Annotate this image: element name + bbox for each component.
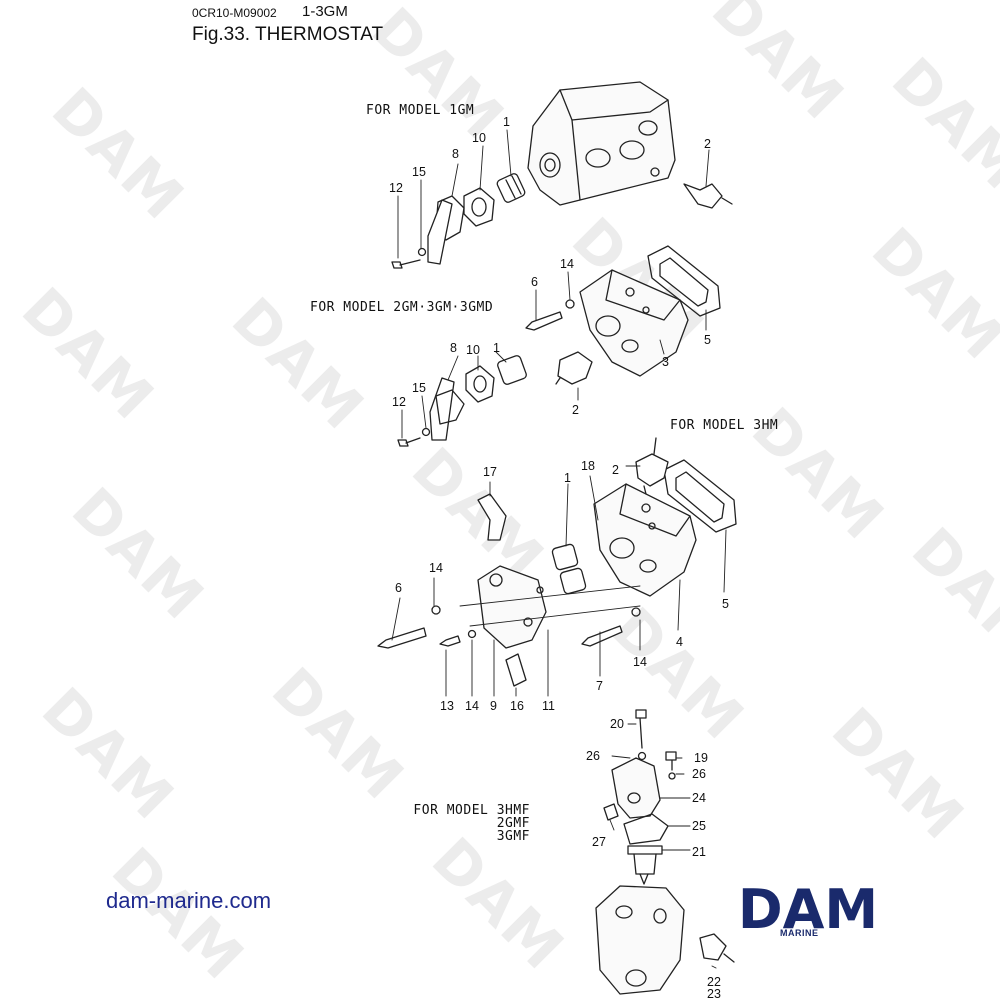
callout-24: 24 <box>692 791 706 805</box>
logo-subtext: MARINE <box>780 928 819 938</box>
part-thermostat-housing-3hm <box>593 483 697 597</box>
leader-lines-s1 <box>397 129 710 259</box>
part-gasket-2gm-small <box>465 365 495 403</box>
callout-23: 23 <box>707 987 721 1000</box>
callout-8: 8 <box>452 147 459 161</box>
callout-14: 14 <box>633 655 647 669</box>
callout-15: 15 <box>412 381 426 395</box>
leader-lines-s4 <box>609 723 717 969</box>
callouts-s1: 12 15 8 10 1 2 <box>389 115 711 195</box>
callout-19: 19 <box>694 751 708 765</box>
part-thermostat-2gm <box>497 355 527 385</box>
callouts-s2: 6 14 5 3 1 10 8 15 12 2 <box>392 257 711 417</box>
part-thermostat-1gm <box>496 173 526 203</box>
callout-26: 26 <box>586 749 600 763</box>
part-hose-fitting <box>505 653 527 687</box>
callout-3: 3 <box>662 355 669 369</box>
callout-6: 6 <box>395 581 402 595</box>
catalog-code: 0CR10-M09002 <box>192 6 277 20</box>
part-bolt-2gm <box>525 299 575 331</box>
figure-title: Fig.33. THERMOSTAT <box>192 24 384 45</box>
part-cover-2gm <box>429 377 465 441</box>
callout-5: 5 <box>704 333 711 347</box>
section-label-1gm: FOR MODEL 1GM <box>366 103 475 118</box>
callout-25: 25 <box>692 819 706 833</box>
callout-1: 1 <box>564 471 571 485</box>
callout-16: 16 <box>510 699 524 713</box>
section-label-3hmf: FOR MODEL 3HMF 2GMF 3GMF <box>386 804 530 843</box>
callout-15: 15 <box>412 165 426 179</box>
callout-8: 8 <box>450 341 457 355</box>
callout-14: 14 <box>560 257 574 271</box>
part-temperature-sender-2gm <box>555 351 593 385</box>
dam-marine-logo: DAM <box>738 878 878 941</box>
leader-lines-s3 <box>391 465 727 697</box>
part-plug <box>603 803 619 821</box>
part-thermostat-cover-3hm <box>477 565 547 649</box>
callout-2: 2 <box>612 463 619 477</box>
section-label-line: 3GMF <box>496 829 530 844</box>
callout-20: 20 <box>610 717 624 731</box>
part-cylinder-head-1gm <box>527 81 676 206</box>
callout-2: 2 <box>572 403 579 417</box>
callout-12: 12 <box>389 181 403 195</box>
part-elbow-hose <box>477 493 507 541</box>
part-temperature-sender-3hm <box>635 437 669 495</box>
callout-5: 5 <box>722 597 729 611</box>
part-water-outlet-elbow <box>611 757 661 819</box>
callout-21: 21 <box>692 845 706 859</box>
callout-27: 27 <box>592 835 606 849</box>
part-bolt-3hm <box>377 605 641 649</box>
callout-17: 17 <box>483 465 497 479</box>
callout-1: 1 <box>493 341 500 355</box>
part-bolt-long <box>635 709 647 761</box>
part-bolt-short <box>665 751 677 780</box>
part-bolt-2gm-small <box>397 427 431 447</box>
part-thermostat-3hm <box>551 543 587 595</box>
callout-12: 12 <box>392 395 406 409</box>
callout-10: 10 <box>472 131 486 145</box>
part-cylinder-head-4 <box>595 885 685 995</box>
section-label-2gm-3gm: FOR MODEL 2GM·3GM·3GMD <box>310 300 494 315</box>
leader-lines-s2 <box>401 271 707 439</box>
section-label-line: 2GMF <box>496 816 530 831</box>
callouts-s4: 20 19 26 26 24 25 27 21 22 23 <box>586 717 721 1000</box>
part-gasket-3hm <box>663 459 737 533</box>
section-label-3hm: FOR MODEL 3HM <box>670 418 779 433</box>
engine-model: 1-3GM <box>302 3 348 20</box>
part-temperature-sender-1gm <box>683 183 733 209</box>
callout-4: 4 <box>676 635 683 649</box>
part-bolt-1gm <box>391 247 427 269</box>
callout-14: 14 <box>429 561 443 575</box>
callouts-s3: 17 18 1 2 5 4 14 6 14 7 13 14 9 16 11 <box>395 459 729 713</box>
part-gasket-2gm <box>647 245 721 317</box>
callout-1: 1 <box>503 115 510 129</box>
callout-10: 10 <box>466 343 480 357</box>
callout-7: 7 <box>596 679 603 693</box>
callout-11: 11 <box>542 699 555 713</box>
part-temperature-sender-4 <box>699 933 735 963</box>
callout-6: 6 <box>531 275 538 289</box>
callout-22: 22 <box>707 975 721 989</box>
callout-9: 9 <box>490 699 497 713</box>
website-link[interactable]: dam-marine.com <box>106 888 272 913</box>
callout-18: 18 <box>581 459 595 473</box>
callout-26: 26 <box>692 767 706 781</box>
logo-text: DAM <box>738 878 878 941</box>
part-thermostat-4 <box>627 845 663 885</box>
callout-13: 13 <box>440 699 454 713</box>
part-gasket-4 <box>623 813 669 845</box>
part-cover-1gm <box>427 195 465 265</box>
section-label-line: FOR MODEL 3HMF <box>413 803 530 818</box>
callout-2: 2 <box>704 137 711 151</box>
callout-14: 14 <box>465 699 479 713</box>
part-gasket-1gm <box>463 187 495 227</box>
part-thermostat-housing-2gm <box>579 269 689 377</box>
